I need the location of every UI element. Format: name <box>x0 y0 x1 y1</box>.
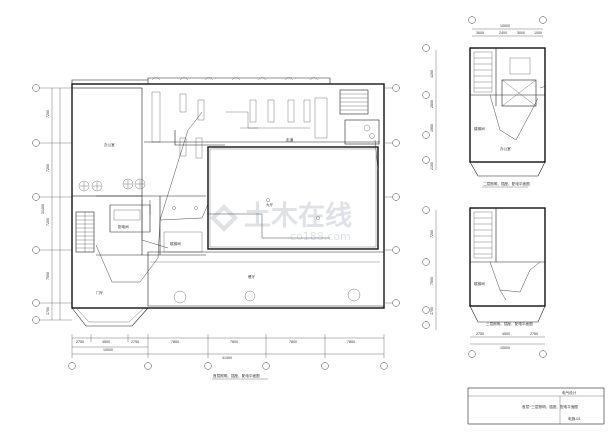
title-block: 电气设计 首层~三层照明、插座、配电平面图 电施-03 <box>467 387 605 425</box>
room-office: 办公室 <box>104 142 115 147</box>
left-dim-1: 7200 <box>46 110 50 118</box>
room-corridor: 走道 <box>286 137 294 142</box>
title-drawing-name: 首层~三层照明、插座、配电平面图 <box>522 404 578 409</box>
bottom-dimension-chain: 2750 4500 2750 7800 7800 7800 7800 10000… <box>68 334 388 370</box>
upper2-bottom-dim-3: 2750 <box>530 332 538 336</box>
upper1-left-dim-4: 2150 <box>430 162 434 170</box>
left-dim-2: 7200 <box>46 164 50 172</box>
left-stair <box>75 211 95 253</box>
upper1-top-total: 10000 <box>500 24 510 28</box>
left-dim-5: 1700 <box>46 307 50 315</box>
central-hall <box>207 146 379 250</box>
left-dim-3: 7200 <box>46 218 50 226</box>
left-wing-room <box>71 87 143 197</box>
upper2-bottom-dim-1: 2750 <box>476 332 484 336</box>
upper2-outer-wall <box>469 207 546 307</box>
upper1-top-dim-3: 3000 <box>517 31 525 35</box>
bottom-dim-sub: 10000 <box>103 348 113 352</box>
left-dim-total: 31400 <box>41 204 45 214</box>
upper2-bottom-total: 10000 <box>500 346 510 350</box>
upper1-room-stair: 楼梯间 <box>474 126 485 131</box>
upper2-left-dim-3: 1700 <box>430 307 434 315</box>
upper-floor-plan-1: 10000 3600 2400 3000 1000 4200 2800 1950… <box>422 16 547 188</box>
watermark-site: co188.com <box>290 230 351 243</box>
upper1-caption: 二层照明、插座、配电平面图 <box>483 181 530 186</box>
upper1-top-dim-2: 2400 <box>499 31 507 35</box>
upper1-top-dim-4: 1000 <box>534 31 542 35</box>
watermark: 土木在线 co188.com <box>210 201 352 243</box>
bottom-dim-6: 7800 <box>289 340 297 344</box>
room-distribution: 配电间 <box>118 224 129 229</box>
room-hall: 大厅 <box>266 202 274 207</box>
main-entrance: 门厅 <box>71 290 149 327</box>
bottom-dim-3: 2750 <box>131 340 139 344</box>
room-lobby: 门厅 <box>96 290 104 295</box>
upper2-bottom-dim-2: 4500 <box>502 332 510 336</box>
title-sheet-number: 电施-03 <box>568 416 580 421</box>
room-restaurant: 餐厅 <box>248 274 256 279</box>
planter-trees <box>78 178 361 304</box>
left-axis-markers <box>32 84 400 324</box>
bottom-dim-total: 41300 <box>222 356 232 360</box>
bottom-dim-1: 2750 <box>76 340 84 344</box>
upper-floor-plan-2: 7200 7500 1700 楼梯间 2750 4500 2750 10000 … <box>422 206 547 358</box>
bottom-dim-7: 7800 <box>347 340 355 344</box>
room-stair-hall: 楼梯间 <box>170 241 181 246</box>
watermark-brand: 土木在线 <box>244 201 352 232</box>
left-dimension-chain: 7200 7200 7200 7500 1700 31400 <box>41 88 61 320</box>
upper2-left-dim-1: 7200 <box>430 230 434 238</box>
upper1-left-dim-2: 2800 <box>430 100 434 108</box>
upper1-room-office: 办公室 <box>500 146 511 151</box>
upper1-outer-wall <box>469 47 546 163</box>
main-plan-caption: 首层照明、插座、配电平面图 <box>213 373 260 378</box>
main-wiring <box>95 111 379 283</box>
upper2-room-stair: 楼梯间 <box>474 281 485 286</box>
upper2-caption: 三层照明、插座、配电平面图 <box>486 321 533 326</box>
upper1-left-dim-3: 1950 <box>430 124 434 132</box>
main-floor-plan: 7200 7200 7200 7500 1700 31400 办公室 <box>32 77 400 380</box>
upper1-left-dim-1: 4200 <box>430 70 434 78</box>
title-project: 电气设计 <box>562 390 577 395</box>
upper2-left-dim-2: 7500 <box>430 277 434 285</box>
left-dim-4: 7500 <box>46 272 50 280</box>
bottom-dim-2: 4500 <box>102 340 110 344</box>
top-room-fixtures <box>151 91 328 159</box>
top-facade-ornaments <box>151 77 319 81</box>
bottom-dim-4: 7800 <box>171 340 179 344</box>
upper1-top-dim-1: 3600 <box>476 31 484 35</box>
right-stair <box>339 89 380 145</box>
bottom-dim-5: 7800 <box>230 340 238 344</box>
